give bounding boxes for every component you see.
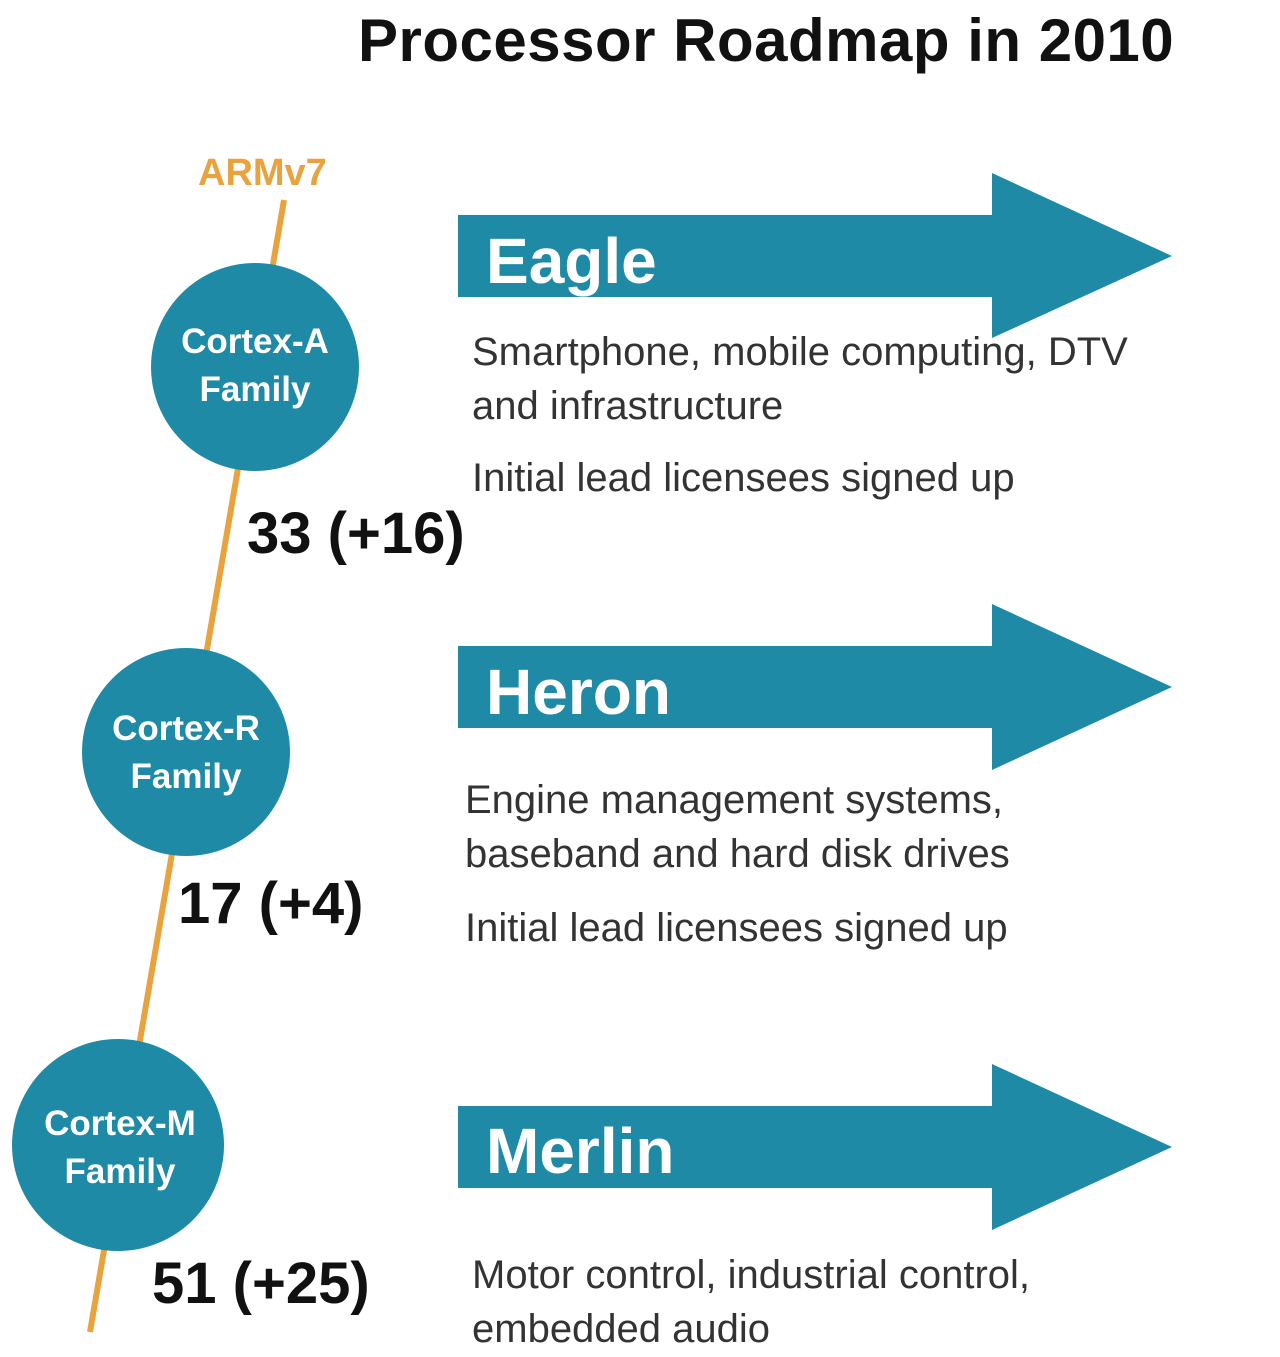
cortex-m-circle xyxy=(12,1039,224,1251)
eagle-arrow xyxy=(458,173,1172,338)
cortex-m-family-label: Cortex-M Family xyxy=(0,1100,240,1196)
eagle-description: Smartphone, mobile computing, DTV and in… xyxy=(472,325,1128,433)
merlin-codename: Merlin xyxy=(486,1115,675,1187)
cortex-a-licensee-count: 33 (+16) xyxy=(247,501,465,566)
description-line: Smartphone, mobile computing, DTV xyxy=(472,330,1128,374)
family-name: Cortex-A xyxy=(181,322,329,361)
family-suffix: Family xyxy=(130,757,242,796)
heron-description: Engine management systems, baseband and … xyxy=(465,773,1010,881)
heron-arrow xyxy=(458,604,1172,770)
family-name: Cortex-M xyxy=(44,1104,196,1143)
family-suffix: Family xyxy=(64,1152,176,1191)
cortex-m-licensee-count: 51 (+25) xyxy=(152,1251,370,1316)
cortex-a-circle xyxy=(151,263,359,471)
cortex-a-family-label: Cortex-A Family xyxy=(135,318,375,414)
description-line: and infrastructure xyxy=(472,384,784,428)
eagle-codename: Eagle xyxy=(486,225,657,297)
cortex-r-licensee-count: 17 (+4) xyxy=(178,871,364,936)
description-line: baseband and hard disk drives xyxy=(465,832,1010,876)
cortex-r-circle xyxy=(82,648,290,856)
description-line: embedded audio xyxy=(472,1307,771,1351)
heron-codename: Heron xyxy=(486,656,671,728)
description-line: Motor control, industrial control, xyxy=(472,1253,1031,1297)
family-suffix: Family xyxy=(199,370,311,409)
cortex-r-family-label: Cortex-R Family xyxy=(66,705,306,801)
heron-status: Initial lead licensees signed up xyxy=(465,906,1008,950)
family-name: Cortex-R xyxy=(112,709,260,748)
merlin-description: Motor control, industrial control, embed… xyxy=(472,1248,1030,1356)
merlin-arrow xyxy=(458,1064,1172,1230)
architecture-label: ARMv7 xyxy=(198,152,327,194)
description-line: Engine management systems, xyxy=(465,778,1004,822)
eagle-status: Initial lead licensees signed up xyxy=(472,456,1015,500)
slide-title: Processor Roadmap in 2010 xyxy=(358,7,1175,74)
